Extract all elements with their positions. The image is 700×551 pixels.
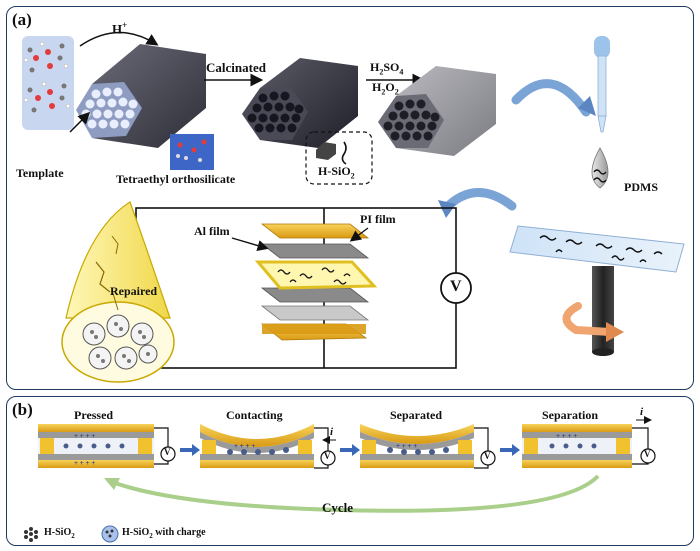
current-label-contacting: i [330, 426, 334, 438]
plus-signs-2: + + + + [74, 459, 96, 467]
tetraethyl-label: Tetraethyl orthosilicate [116, 172, 236, 186]
pdms-label: PDMS [624, 180, 658, 194]
stage-label-3: Separated [390, 408, 442, 422]
plus-signs-5: + + + + [556, 432, 578, 440]
template-pointer [69, 111, 91, 133]
stage-separated [360, 424, 474, 468]
al-film-pointer [231, 237, 269, 252]
pi-film-label: PI film [360, 212, 396, 226]
stage-voltmeters [160, 446, 656, 466]
voltmeter-a [440, 272, 472, 304]
panel-a [6, 6, 694, 390]
stage-v-4: V [644, 449, 651, 459]
pi-film-pointer [349, 227, 369, 242]
teos-square [170, 134, 214, 170]
panel-b-label: (b) [12, 400, 33, 419]
stage-label-1: Pressed [74, 408, 114, 422]
hsio2-label: H-SiO2 [318, 164, 355, 181]
stage-particles [63, 443, 597, 455]
template-label: Template [16, 166, 64, 180]
stage-v-3: V [484, 451, 491, 461]
hsio2-legend-icon [24, 527, 38, 542]
cycle-label: Cycle [322, 500, 354, 515]
legend-charged-label: H-SiO2 with charge [122, 527, 206, 540]
cycle-arrow [111, 474, 600, 513]
pdms-drop-icon [591, 147, 609, 189]
pdms-spin-coater [509, 225, 685, 356]
plus-signs-1: + + + + [74, 432, 96, 440]
stage-arrows [180, 444, 520, 456]
to-dropper-arrow [511, 79, 591, 117]
stage-wires [154, 427, 649, 469]
dropper-icon [594, 36, 610, 133]
panel-a-label: (a) [12, 10, 32, 29]
voltmeter-a-label: V [450, 278, 462, 295]
plus-signs-3: + + + + [234, 442, 256, 450]
template-prism [76, 44, 206, 148]
current-label-separation: i [640, 406, 644, 418]
stage-v-1: V [164, 447, 171, 457]
spin-arrow-back [441, 188, 517, 213]
stage-label-4: Separation [542, 408, 599, 422]
al-film-label: Al film [194, 224, 230, 238]
charged-hsio2-legend-icon [101, 525, 119, 543]
teos-molecule-box [22, 36, 74, 130]
h2o2-label: H2O2 [372, 80, 399, 97]
calcinated-prism [242, 58, 358, 148]
stage-label-2: Contacting [226, 408, 283, 422]
h2so4-label: H2SO4 [370, 60, 404, 77]
acid-arrow [79, 31, 159, 47]
calcinated-label: Calcinated [206, 60, 266, 75]
film-stack [254, 223, 378, 341]
panel-b [6, 396, 694, 546]
hsio2-prism [378, 66, 496, 156]
legend-hsio2-label: H-SiO2 [44, 527, 75, 540]
stage-contacting [200, 424, 314, 468]
acid-label: H+ [112, 20, 128, 37]
hsio2-legend-box [305, 131, 373, 185]
repaired-label: Repaired [110, 284, 158, 298]
plus-signs-4: + + + + [396, 442, 418, 450]
repaired-cone [61, 201, 175, 383]
stage-v-2: V [324, 451, 331, 461]
stage-separation [522, 424, 632, 468]
